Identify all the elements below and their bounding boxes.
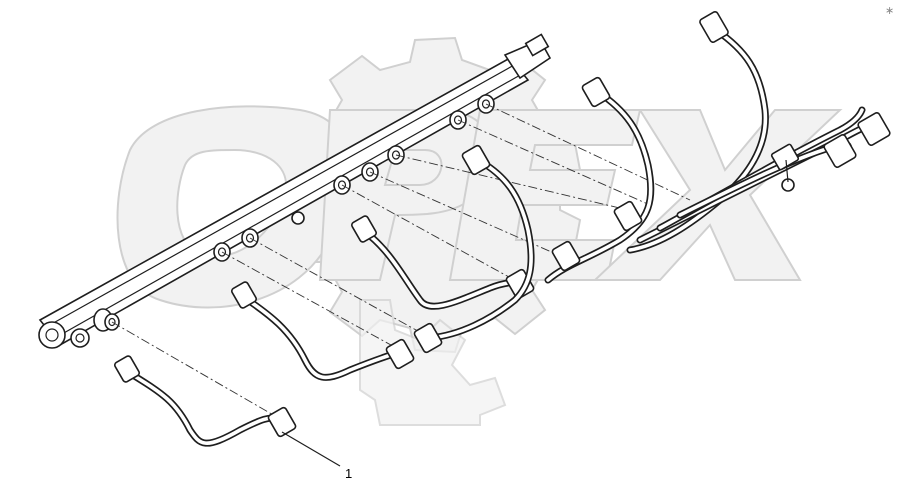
injection-pipe-6 — [613, 11, 769, 254]
watermark-gear-2 — [359, 299, 507, 426]
injection-pipe-3 — [351, 215, 535, 310]
injection-pipe-2 — [231, 281, 415, 381]
injection-pipe-4 — [413, 144, 535, 354]
pipe-end-fitting-b — [823, 134, 857, 168]
callout-label-1: 1 — [345, 466, 352, 481]
pipe-clamp — [770, 143, 800, 171]
corner-mark: ∗ — [885, 5, 894, 17]
injection-pipe-5 — [544, 76, 655, 284]
callout-leader-1 — [281, 431, 341, 467]
common-rail — [38, 33, 552, 349]
pressure-limiter — [70, 328, 90, 348]
pipe-bundle-right — [636, 106, 891, 244]
watermark-letter-e — [448, 109, 642, 281]
outlet-fitting-4 — [291, 211, 305, 225]
injection-pipe-1 — [114, 355, 297, 447]
rail-end-plug — [38, 321, 66, 349]
pipe-end-fitting-a — [857, 112, 891, 146]
